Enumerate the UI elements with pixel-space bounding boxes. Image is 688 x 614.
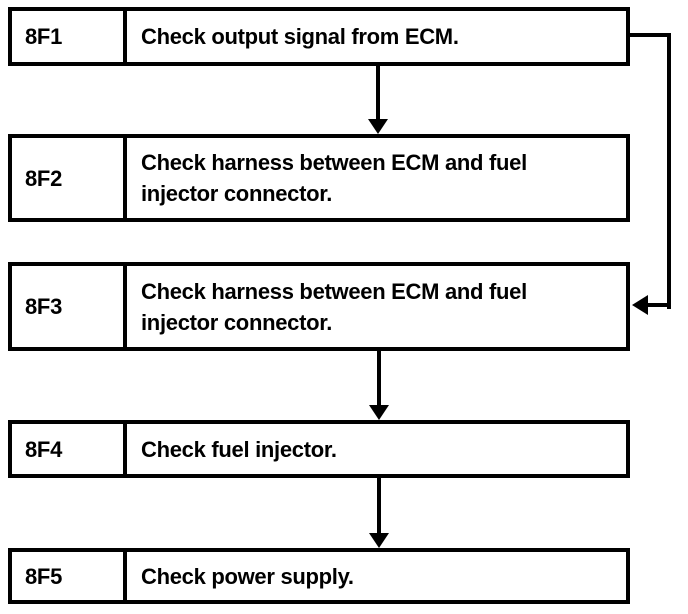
step-id-cell: 8F4 [12, 424, 127, 474]
step-description: Check output signal from ECM. [141, 24, 459, 49]
step-text-cell: Check power supply. [127, 552, 626, 600]
step-id-cell: 8F3 [12, 266, 127, 347]
step-text-cell: Check fuel injector. [127, 424, 626, 474]
step-id: 8F3 [25, 294, 63, 319]
arrow-8f1-to-8f2-line [376, 66, 380, 121]
step-box-8f3: 8F3 Check harness between ECM and fuel i… [8, 262, 630, 351]
step-id: 8F1 [25, 24, 63, 49]
step-id: 8F5 [25, 563, 63, 589]
arrow-down-icon [369, 405, 389, 420]
arrow-8f3-to-8f4-line [377, 351, 381, 407]
arrow-down-icon [369, 533, 389, 548]
step-box-8f2: 8F2 Check harness between ECM and fuel i… [8, 134, 630, 222]
connector-8f3-entry-line [648, 303, 671, 307]
step-id-cell: 8F1 [12, 11, 127, 62]
connector-8f1-to-8f3-vertical-line [667, 33, 671, 309]
step-text-cell: Check output signal from ECM. [127, 11, 626, 62]
step-text-cell: Check harness between ECM and fuel injec… [127, 266, 626, 347]
step-box-8f4: 8F4 Check fuel injector. [8, 420, 630, 478]
step-id-cell: 8F5 [12, 552, 127, 600]
connector-8f1-exit-line [630, 33, 671, 37]
step-description: Check fuel injector. [141, 436, 337, 462]
step-id: 8F4 [25, 436, 63, 462]
arrow-down-icon [368, 119, 388, 134]
step-text-cell: Check harness between ECM and fuel injec… [127, 138, 626, 218]
arrow-8f4-to-8f5-line [377, 478, 381, 535]
step-box-8f1: 8F1 Check output signal from ECM. [8, 7, 630, 66]
step-id: 8F2 [25, 165, 63, 191]
step-description: Check harness between ECM and fuel injec… [141, 150, 527, 206]
step-id-cell: 8F2 [12, 138, 127, 218]
step-box-8f5: 8F5 Check power supply. [8, 548, 630, 604]
step-description: Check power supply. [141, 563, 354, 589]
step-description: Check harness between ECM and fuel injec… [141, 278, 527, 335]
arrow-left-icon [632, 295, 648, 315]
